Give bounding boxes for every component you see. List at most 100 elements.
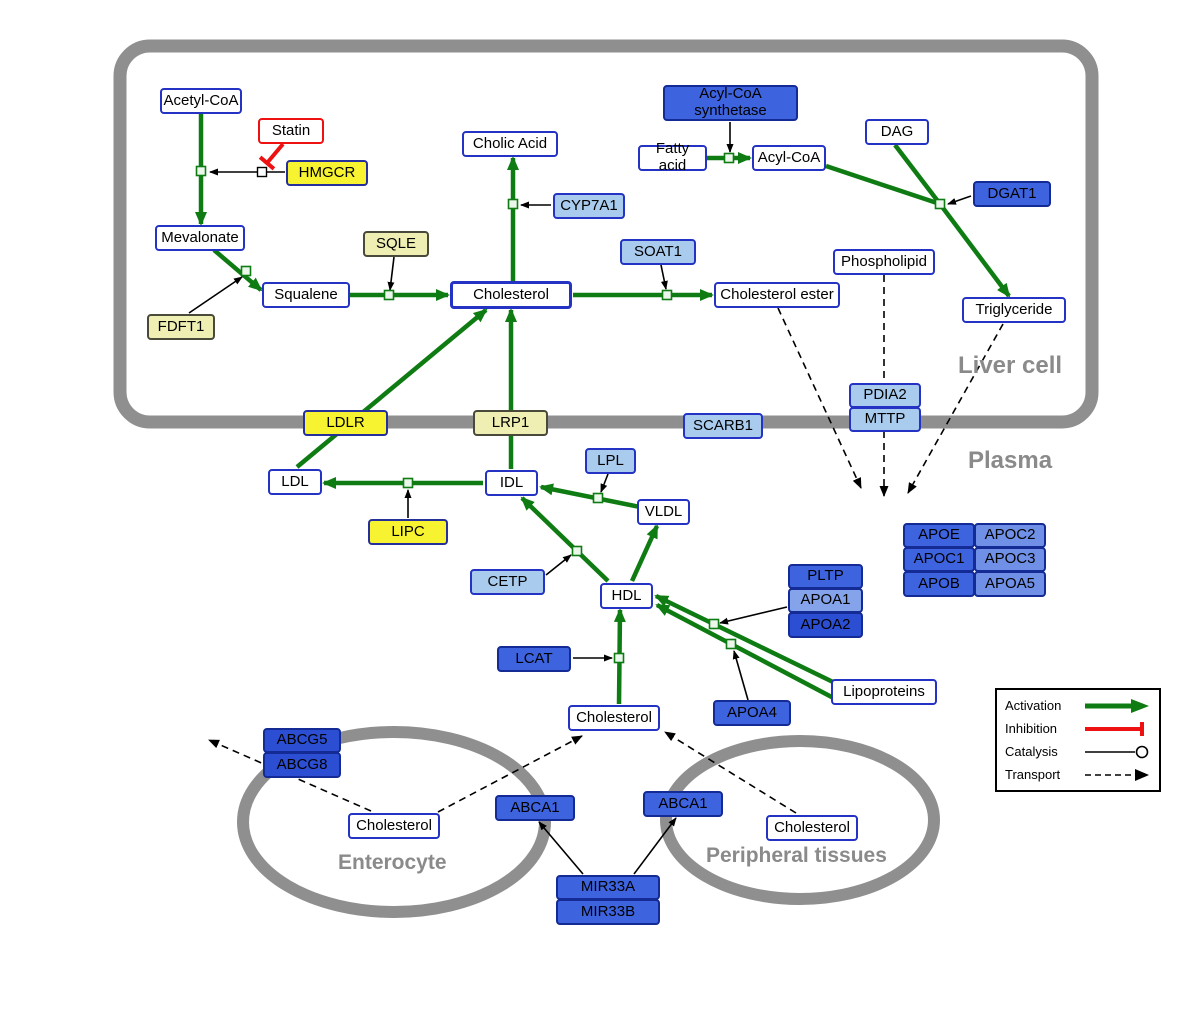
reaction-node bbox=[708, 618, 720, 630]
node-sqle[interactable]: SQLE bbox=[363, 231, 429, 257]
liver-cell-label: Liver cell bbox=[958, 352, 1063, 379]
node-fatty-acid[interactable]: Fatty acid bbox=[638, 140, 707, 174]
node-mttp[interactable]: MTTP bbox=[849, 407, 921, 432]
node-phospholipid[interactable]: Phospholipid bbox=[833, 249, 935, 275]
legend-activation-label: Activation bbox=[1005, 698, 1062, 713]
node-apoc3[interactable]: APOC3 bbox=[974, 547, 1046, 572]
node-cholic-acid[interactable]: Cholic Acid bbox=[462, 131, 558, 157]
reaction-node bbox=[571, 545, 583, 557]
node-apoa2[interactable]: APOA2 bbox=[788, 612, 863, 638]
node-scarb1[interactable]: SCARB1 bbox=[683, 413, 763, 439]
node-abca1-peripheral[interactable]: ABCA1 bbox=[643, 791, 723, 817]
reaction-node bbox=[507, 198, 519, 210]
edge-sqle-regulation bbox=[387, 256, 395, 291]
node-vldl[interactable]: VLDL bbox=[637, 499, 690, 525]
edge-hdl-to-vldl bbox=[629, 524, 660, 582]
edge-mir33-to-abca1-enterocyte bbox=[538, 821, 584, 875]
edge-peripheral-cholesterol-efflux bbox=[664, 731, 797, 814]
node-pdia2[interactable]: PDIA2 bbox=[849, 383, 921, 408]
legend-row-inhibition: Inhibition bbox=[1005, 720, 1151, 738]
legend-inhibition-label: Inhibition bbox=[1005, 721, 1058, 736]
node-dgat1[interactable]: DGAT1 bbox=[973, 181, 1051, 207]
reaction-node bbox=[402, 477, 414, 489]
node-mir33b[interactable]: MIR33B bbox=[556, 899, 660, 925]
reaction-node bbox=[723, 152, 735, 164]
reaction-node bbox=[934, 198, 946, 210]
peripheral-tissues-label: Peripheral tissues bbox=[706, 844, 887, 867]
node-lrp1[interactable]: LRP1 bbox=[473, 410, 548, 436]
node-hmgcr[interactable]: HMGCR bbox=[286, 160, 368, 186]
legend-transport-label: Transport bbox=[1005, 767, 1061, 782]
node-apoc1[interactable]: APOC1 bbox=[903, 547, 975, 572]
node-lipoproteins[interactable]: Lipoproteins bbox=[831, 679, 937, 705]
node-ldl[interactable]: LDL bbox=[268, 469, 322, 495]
catalysis-node bbox=[256, 166, 268, 178]
node-abcg8[interactable]: ABCG8 bbox=[263, 752, 341, 778]
node-mir33a[interactable]: MIR33A bbox=[556, 875, 660, 900]
node-fdft1[interactable]: FDFT1 bbox=[147, 314, 215, 340]
reaction-node bbox=[613, 652, 625, 664]
reaction-node bbox=[240, 265, 252, 277]
edge-fdft1-regulation bbox=[188, 276, 243, 314]
legend-catalysis-label: Catalysis bbox=[1005, 744, 1058, 759]
node-lipc[interactable]: LIPC bbox=[368, 519, 448, 545]
reaction-node bbox=[661, 289, 673, 301]
plasma-label: Plasma bbox=[968, 447, 1053, 474]
node-apoe[interactable]: APOE bbox=[903, 523, 975, 548]
edge-dgat1-regulation bbox=[947, 195, 972, 205]
node-lpl[interactable]: LPL bbox=[585, 448, 636, 474]
edge-junction-to-triglyceride bbox=[938, 202, 1011, 298]
node-abcg5[interactable]: ABCG5 bbox=[263, 728, 341, 753]
edge-vldl-to-idl bbox=[539, 483, 641, 510]
reaction-node bbox=[195, 165, 207, 177]
node-cholesterol-liver[interactable]: Cholesterol bbox=[450, 281, 572, 309]
node-cyp7a1[interactable]: CYP7A1 bbox=[553, 193, 625, 219]
edge-apoa4-regulation bbox=[732, 650, 749, 701]
node-cholesterol-plasma[interactable]: Cholesterol bbox=[568, 705, 660, 731]
activation-arrow-icon bbox=[1085, 698, 1149, 713]
node-hdl[interactable]: HDL bbox=[600, 583, 653, 609]
edge-dag-to-junction bbox=[893, 143, 942, 206]
node-cholesterol-ester[interactable]: Cholesterol ester bbox=[714, 282, 840, 308]
node-cholesterol-enterocyte[interactable]: Cholesterol bbox=[348, 813, 440, 839]
node-cetp[interactable]: CETP bbox=[470, 569, 545, 595]
enterocyte-label: Enterocyte bbox=[338, 851, 447, 874]
node-apoa5[interactable]: APOA5 bbox=[974, 571, 1046, 597]
node-apoc2[interactable]: APOC2 bbox=[974, 523, 1046, 548]
edge-lipoproteins-to-hdl-lower bbox=[655, 603, 845, 705]
node-lcat[interactable]: LCAT bbox=[497, 646, 571, 672]
node-triglyceride[interactable]: Triglyceride bbox=[962, 297, 1066, 323]
legend-row-activation: Activation bbox=[1005, 697, 1151, 715]
catalysis-circle-icon bbox=[1085, 745, 1149, 758]
reaction-node bbox=[592, 492, 604, 504]
node-acetyl-coa[interactable]: Acetyl-CoA bbox=[160, 88, 242, 114]
node-soat1[interactable]: SOAT1 bbox=[620, 239, 696, 265]
peripheral-tissues-membrane bbox=[660, 735, 940, 905]
edge-lpl-regulation bbox=[600, 473, 609, 493]
legend-row-catalysis: Catalysis bbox=[1005, 743, 1151, 761]
node-pltp[interactable]: PLTP bbox=[788, 564, 863, 589]
node-apob[interactable]: APOB bbox=[903, 571, 975, 597]
edge-hdl-to-idl bbox=[520, 496, 610, 583]
node-cholesterol-peripheral[interactable]: Cholesterol bbox=[766, 815, 858, 841]
node-abca1-enterocyte[interactable]: ABCA1 bbox=[495, 795, 575, 821]
edge-acyl-coa-to-junction bbox=[825, 163, 941, 207]
legend: Activation Inhibition Catalysis Transpor… bbox=[995, 688, 1161, 792]
node-acyl-coa[interactable]: Acyl-CoA bbox=[752, 145, 826, 171]
edge-soat1-regulation bbox=[660, 264, 668, 290]
node-dag[interactable]: DAG bbox=[865, 119, 929, 145]
edge-statin-inhibition bbox=[265, 142, 285, 165]
node-idl[interactable]: IDL bbox=[485, 470, 538, 496]
node-statin[interactable]: Statin bbox=[258, 118, 324, 144]
node-squalene[interactable]: Squalene bbox=[262, 282, 350, 308]
node-mevalonate[interactable]: Mevalonate bbox=[155, 225, 245, 251]
node-apoa4[interactable]: APOA4 bbox=[713, 700, 791, 726]
node-acyl-coa-synthetase[interactable]: Acyl-CoA synthetase bbox=[663, 85, 798, 121]
edge-statin-inhibition-tbar bbox=[258, 155, 276, 171]
edge-ldl-to-cholesterol-via-ldlr bbox=[295, 308, 488, 469]
reaction-node bbox=[725, 638, 737, 650]
node-ldlr[interactable]: LDLR bbox=[303, 410, 388, 436]
node-apoa1[interactable]: APOA1 bbox=[788, 588, 863, 613]
